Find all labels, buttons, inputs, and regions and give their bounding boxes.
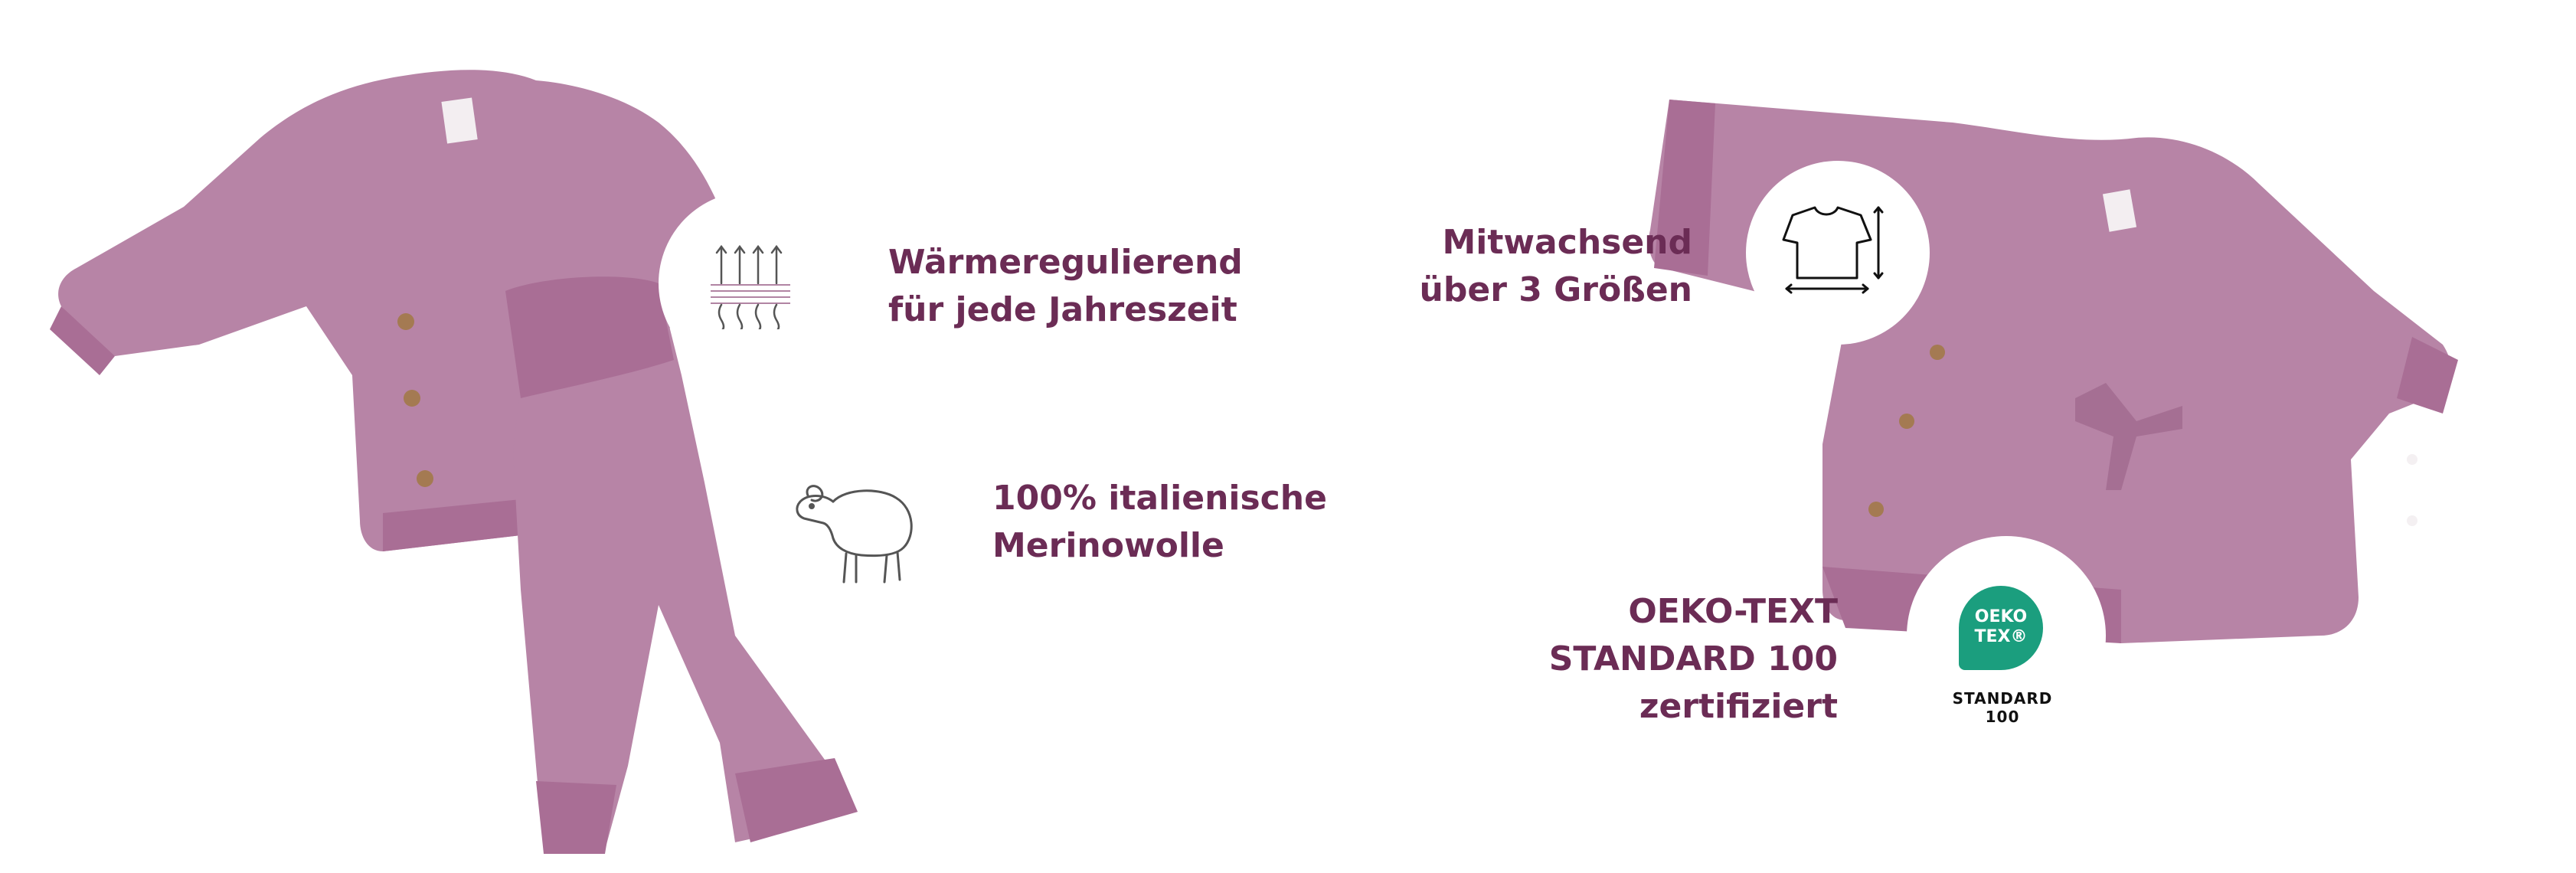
oeko-tex-logo-bottom: TEX® (1974, 627, 2028, 646)
feature-growing: Mitwachsend über 3 Größen (1302, 219, 1692, 314)
feature-oeko-line3: zertifiziert (1639, 687, 1838, 726)
sheep-icon (796, 485, 913, 584)
feature-growing-line2: über 3 Größen (1419, 270, 1692, 309)
feature-oeko-line2: STANDARD 100 (1548, 639, 1838, 678)
feature-growing-line1: Mitwachsend (1442, 223, 1693, 262)
feature-warmth-line1: Wärmeregulierend (888, 243, 1243, 282)
oeko-tex-standard-label: STANDARD (1952, 689, 2053, 708)
feature-merino: 100% italienische Merinowolle (992, 475, 1327, 570)
feature-warmth-line2: für jede Jahreszeit (888, 290, 1237, 329)
heat-regulation-icon (711, 244, 790, 329)
feature-oeko: OEKO-TEXT STANDARD 100 zertifiziert (1455, 588, 1838, 731)
feature-warmth: Wärmeregulierend für jede Jahreszeit (888, 239, 1243, 334)
feature-merino-line1: 100% italienische (992, 479, 1327, 518)
feature-merino-line2: Merinowolle (992, 526, 1224, 565)
tshirt-size-icon (1782, 206, 1884, 294)
feature-oeko-line1: OEKO-TEXT (1628, 592, 1838, 631)
oeko-tex-standard-number: 100 (1985, 708, 2020, 726)
cardigan-and-pants-photo (50, 70, 858, 854)
merino-badge (758, 440, 942, 624)
growing-badge (1746, 161, 1930, 345)
oeko-tex-logo: OEKO TEX® (1959, 586, 2043, 670)
oeko-tex-badge: OEKO TEX® STANDARD 100 (1907, 536, 2106, 735)
heat-regulation-badge (659, 191, 842, 375)
oeko-tex-logo-top: OEKO (1974, 607, 2028, 626)
wrap-cardigan-photo (1649, 100, 2458, 643)
